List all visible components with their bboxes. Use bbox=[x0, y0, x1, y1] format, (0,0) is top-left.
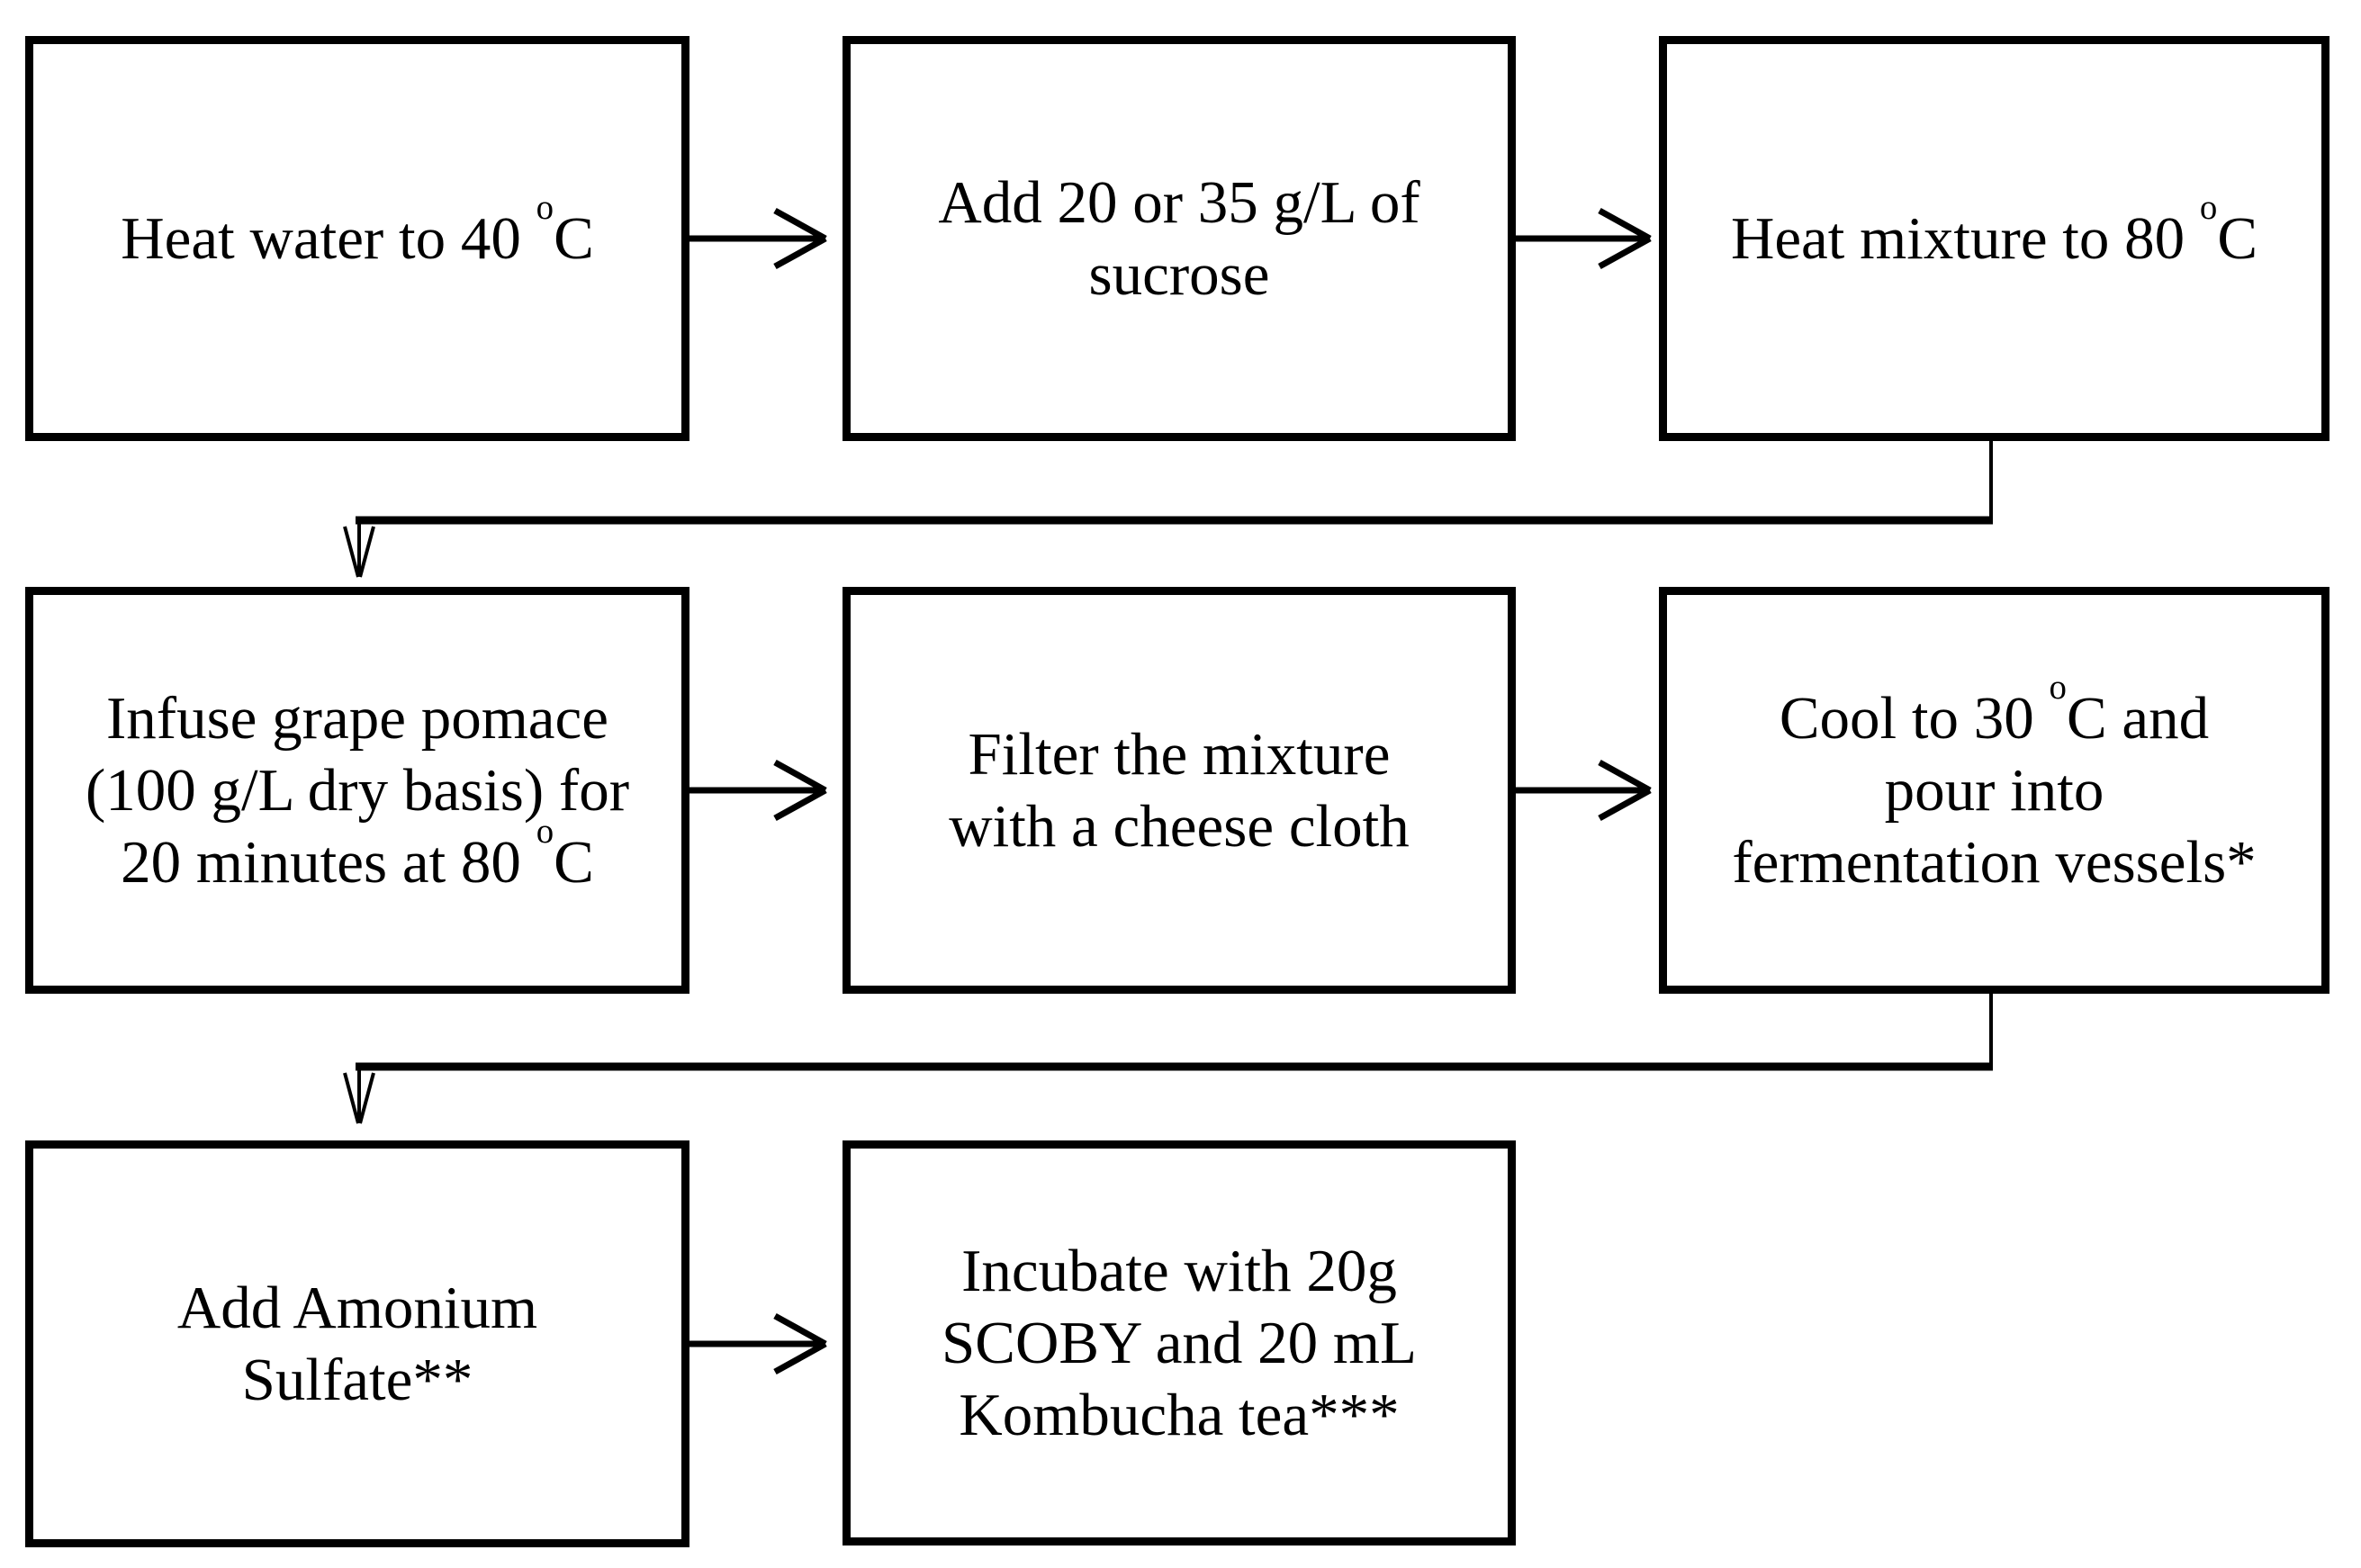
box-line: Sulfate** bbox=[241, 1347, 473, 1413]
arrow-filter-to-cool bbox=[1516, 759, 1652, 822]
flowchart-box-infuse-grape-pomace: Infuse grape pomace(100 g/L dry basis) f… bbox=[25, 587, 689, 994]
arrow-heat-water-to-add-sucrose bbox=[689, 207, 827, 270]
flowchart-box-heat-water: Heat water to 40 oC bbox=[25, 36, 689, 441]
box-line: Cool to 30 oC and bbox=[1779, 668, 2210, 752]
box-line: Add Amonium bbox=[176, 1275, 538, 1341]
box-line: Kombucha tea*** bbox=[959, 1382, 1400, 1448]
down-arrowhead-icon bbox=[343, 526, 375, 578]
box-label: Heat mixture to 80 oC bbox=[1730, 188, 2258, 275]
box-line: Heat mixture to 80 oC bbox=[1730, 188, 2258, 272]
box-line: with a cheese cloth bbox=[949, 793, 1410, 860]
box-label: Heat water to 40 oC bbox=[121, 188, 594, 275]
box-line: SCOBY and 20 mL bbox=[942, 1310, 1417, 1376]
box-line: sucrose bbox=[1088, 241, 1270, 308]
box-label: Infuse grape pomace(100 g/L dry basis) f… bbox=[86, 682, 629, 898]
box-line: Filter the mixture bbox=[968, 721, 1391, 788]
elbow-connector-heat-mixture-to-infuse bbox=[343, 438, 1993, 578]
box-line: Infuse grape pomace bbox=[105, 685, 609, 752]
box-line: 20 minutes at 80 oC bbox=[121, 812, 594, 896]
flowchart-box-heat-mixture: Heat mixture to 80 oC bbox=[1659, 36, 2329, 441]
box-line: pour into bbox=[1884, 757, 2104, 824]
elbow-connector-cool-to-ammonium bbox=[343, 992, 1993, 1124]
arrow-ammonium-to-incubate bbox=[689, 1312, 827, 1375]
box-line: (100 g/L dry basis) for bbox=[85, 757, 630, 824]
box-line: fermentation vessels* bbox=[1732, 829, 2257, 896]
box-line: Incubate with 20g bbox=[961, 1238, 1397, 1304]
down-arrowhead-icon bbox=[343, 1072, 375, 1124]
arrow-add-sucrose-to-heat-mixture bbox=[1516, 207, 1652, 270]
arrow-infuse-to-filter bbox=[689, 759, 827, 822]
box-line: Add 20 or 35 g/L of bbox=[938, 169, 1420, 236]
box-line: Heat water to 40 oC bbox=[121, 188, 594, 272]
